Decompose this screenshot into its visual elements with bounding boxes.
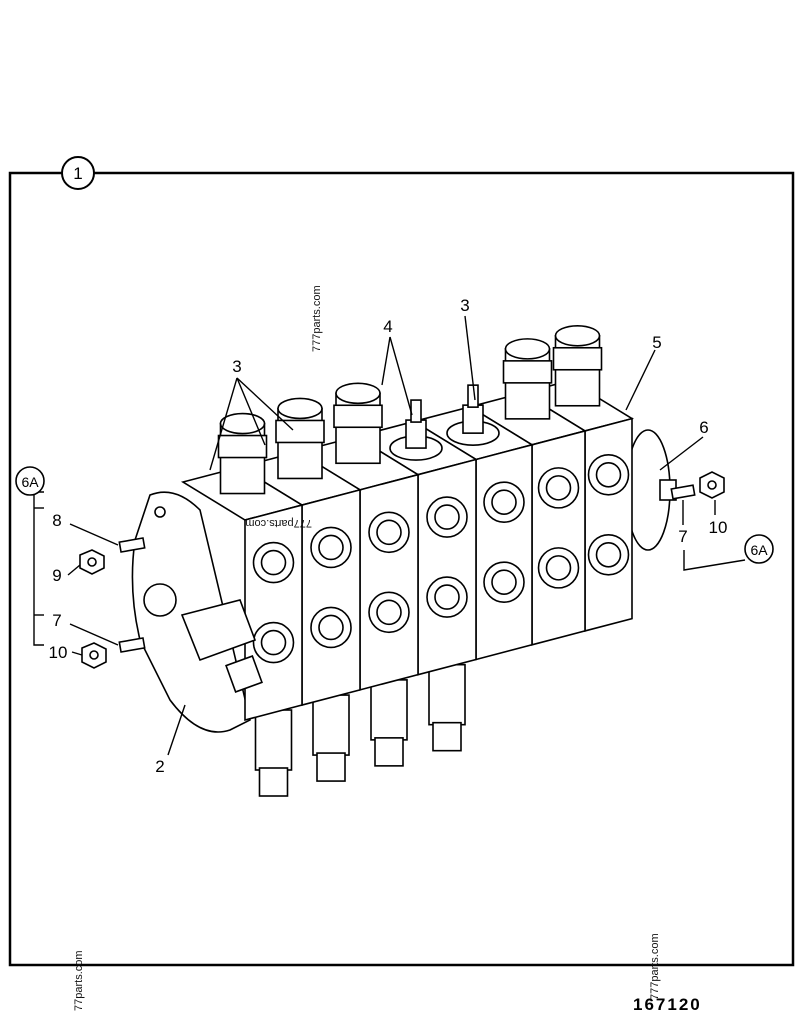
watermark: 777parts.com (245, 517, 312, 529)
callout-6: 6 (699, 418, 708, 437)
callout-6a-right: 6A (744, 534, 774, 564)
callout-5: 5 (652, 333, 661, 352)
service-port-thread (434, 504, 460, 530)
valve-section-face (359, 473, 419, 691)
callout-2: 2 (155, 757, 164, 776)
service-port-thread (376, 519, 402, 546)
service-port-thread (376, 599, 402, 626)
leader-lines (33, 315, 746, 756)
service-port-thread (491, 569, 517, 595)
loose-hardware (79, 471, 725, 669)
callout-4: 4 (383, 317, 392, 336)
relief-valve-hex (275, 419, 325, 444)
service-port-thread (318, 534, 344, 561)
service-port-thread (260, 549, 287, 576)
svg-text:6A: 6A (21, 474, 39, 490)
port-fitting-hex (316, 752, 346, 782)
callout-7-left: 7 (52, 611, 61, 630)
callout-10-left: 10 (49, 643, 68, 662)
service-port-thread (260, 629, 287, 656)
service-port-thread (318, 614, 344, 641)
control-valve-assembly (131, 324, 677, 797)
callout-9: 9 (52, 566, 61, 585)
port-fitting (428, 663, 466, 726)
lever-bracket (180, 599, 257, 662)
solenoid-stem (462, 404, 484, 434)
relief-valve-cap (335, 382, 381, 405)
svg-text:1: 1 (73, 164, 82, 183)
relief-valve-cap (277, 397, 323, 420)
relief-valve-hex (333, 404, 383, 429)
service-port-thread (434, 584, 460, 610)
callout-3-top: 3 (460, 296, 469, 315)
service-port-thread (595, 461, 622, 488)
view-number-badge: 1 (61, 156, 95, 190)
service-port-thread (545, 475, 572, 501)
port-fitting (312, 694, 350, 756)
relief-valve-cap (504, 338, 551, 360)
drawing-number: 167120 (633, 995, 702, 1011)
relief-valve-hex (502, 360, 553, 384)
lever-pivot (225, 655, 263, 693)
service-port-thread (491, 489, 517, 515)
service-port-thread (545, 555, 572, 581)
service-port-thread (595, 541, 622, 568)
valve-section-face (531, 429, 586, 646)
valve-section-face (475, 443, 533, 661)
callout-10-right: 10 (709, 518, 728, 537)
port-fitting-hex (374, 737, 404, 767)
end-plate-port (143, 583, 177, 617)
port-fitting-hex (258, 767, 289, 797)
relief-valve-cap (219, 412, 266, 435)
callout-6a-left: 6A (15, 466, 45, 496)
relief-valve-cap (554, 324, 601, 347)
valve-section-face (417, 458, 477, 676)
svg-text:6A: 6A (750, 542, 768, 558)
callout-7-right: 7 (678, 527, 687, 546)
port-fitting-hex (432, 721, 462, 752)
solenoid-stem (405, 419, 427, 449)
diagram-frame (8, 171, 795, 967)
callout-8: 8 (52, 511, 61, 530)
watermark: 77parts.com (73, 950, 85, 1011)
end-plate-bolt (154, 506, 166, 518)
relief-valve-hex (552, 346, 603, 371)
watermark: 777parts.com (311, 285, 323, 352)
watermark: 777parts.com (649, 933, 661, 1000)
valve-section-face (244, 504, 303, 722)
callout-3-left: 3 (232, 357, 241, 376)
relief-valve-hex (217, 434, 268, 459)
port-fitting (254, 709, 293, 771)
valve-section-face (584, 417, 633, 632)
solenoid-terminal (410, 399, 422, 423)
port-fitting (370, 679, 408, 741)
